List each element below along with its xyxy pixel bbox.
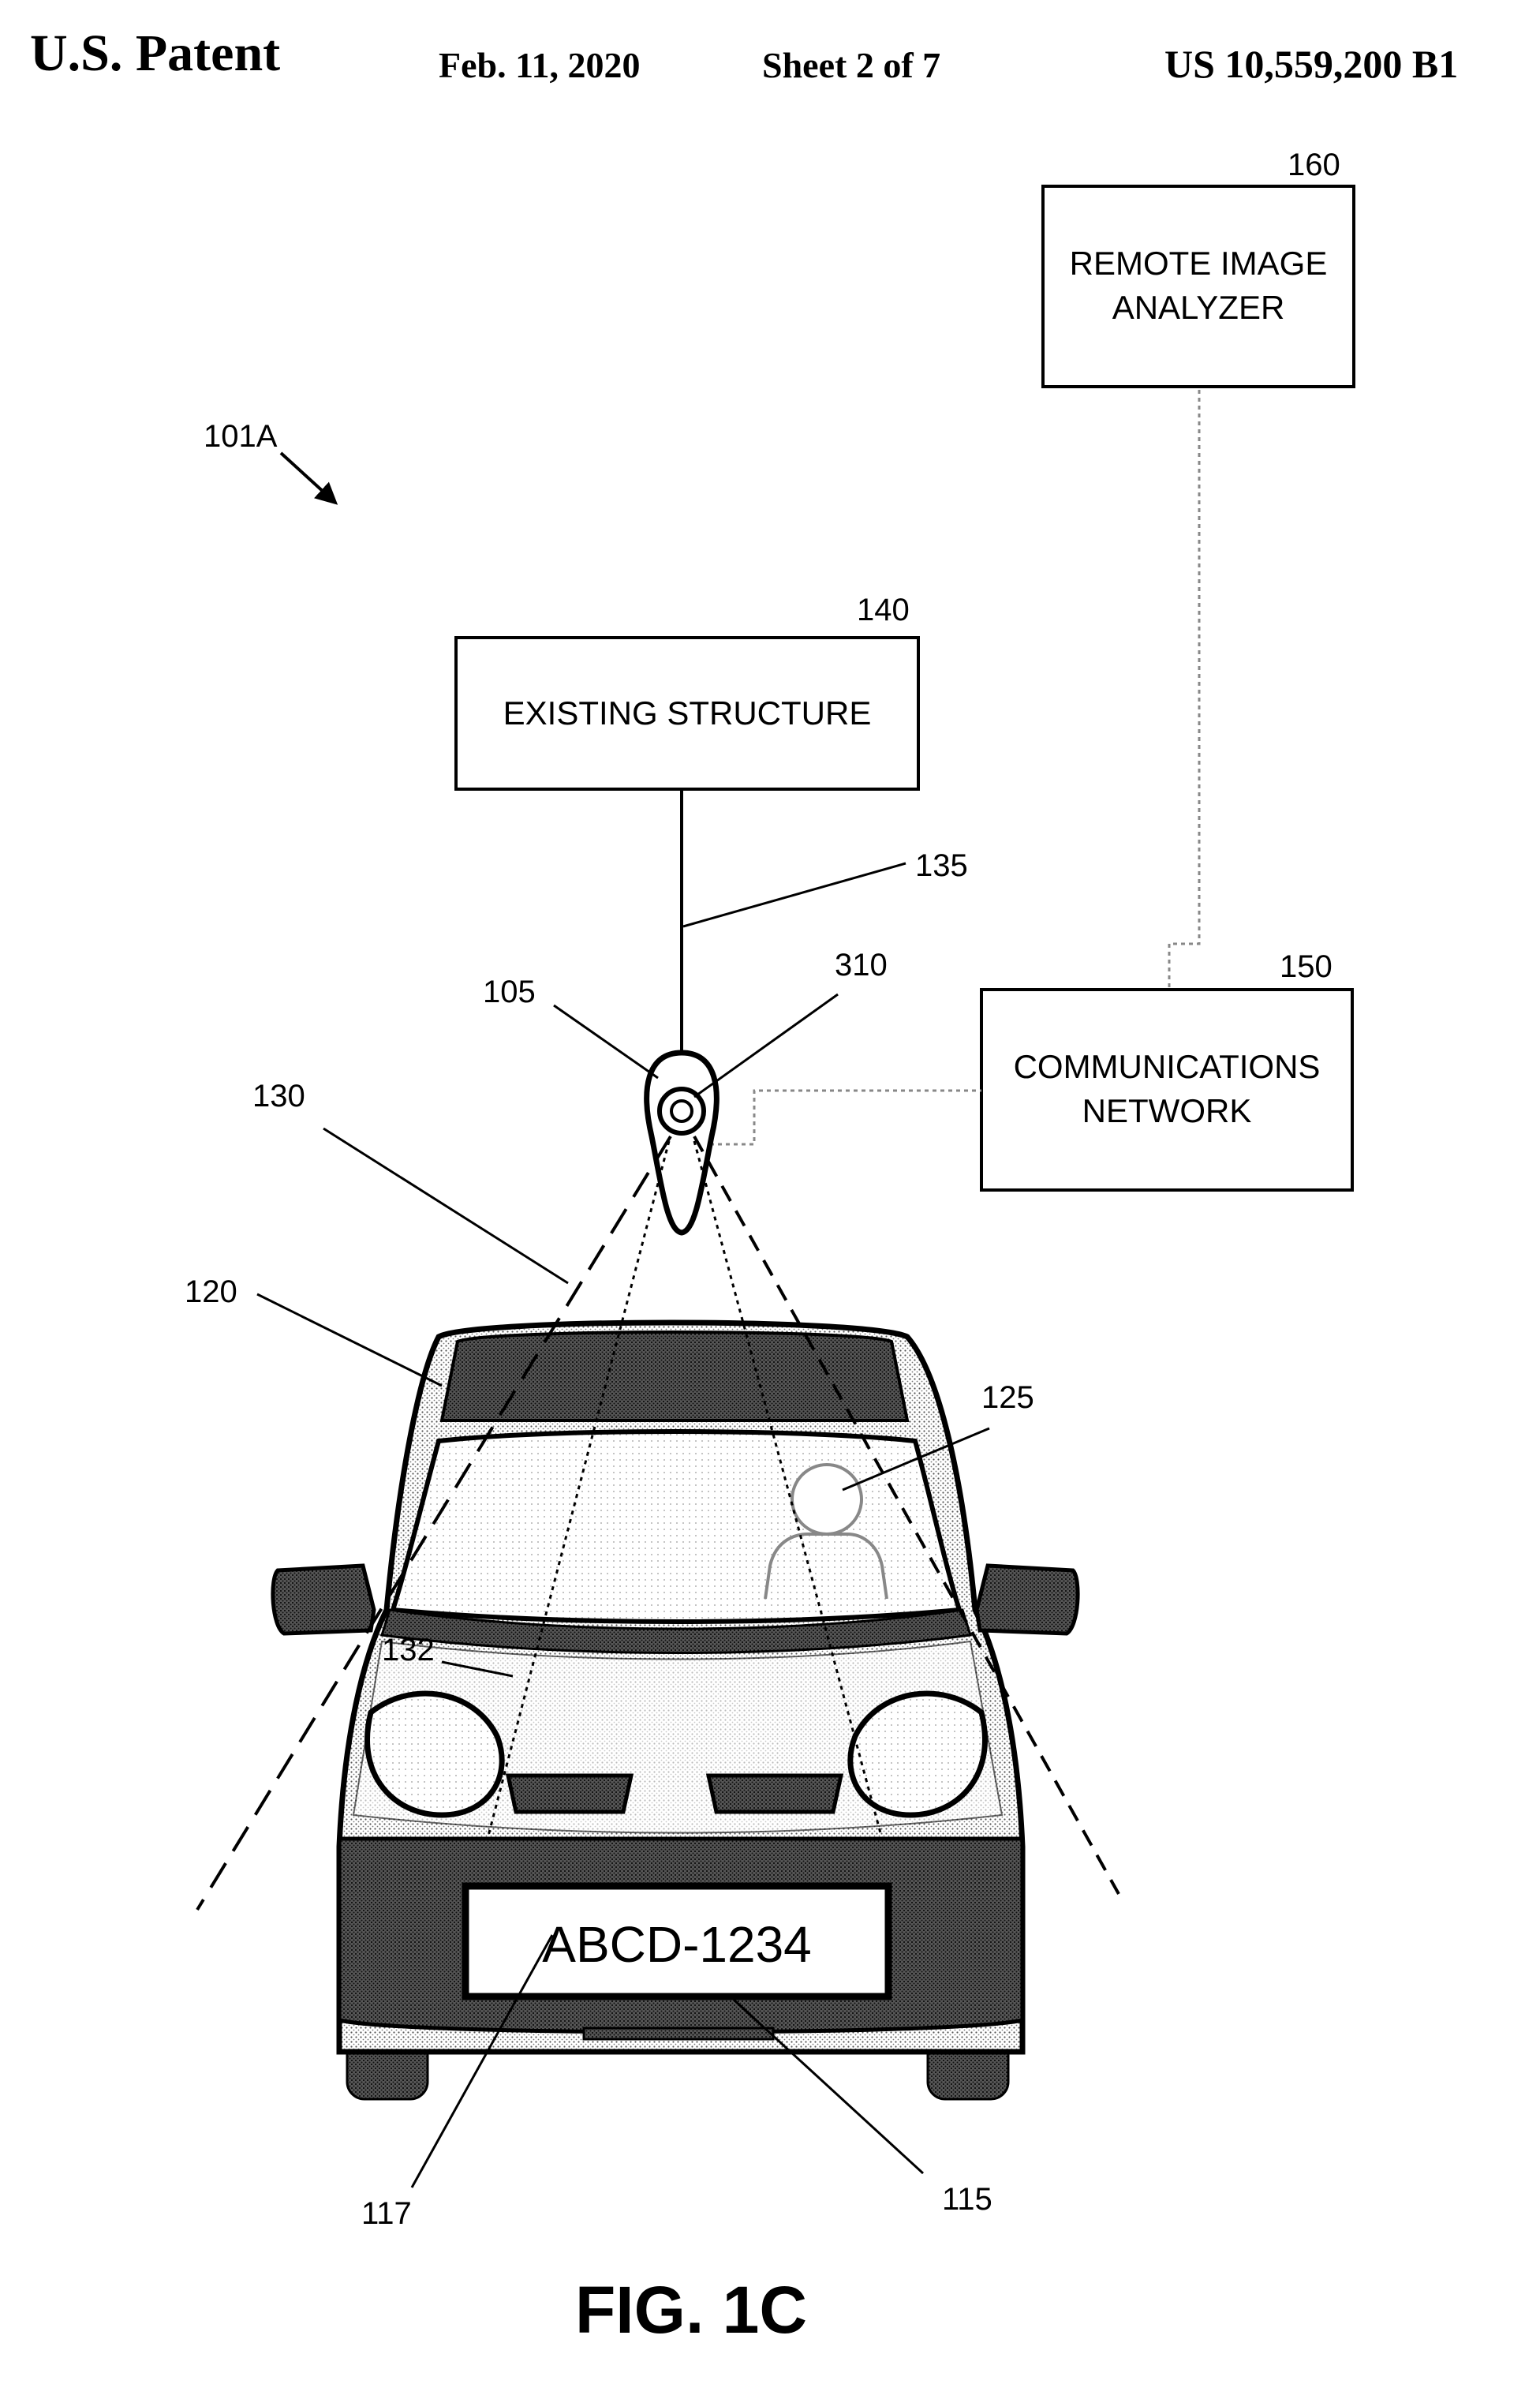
ref-120: 120 [185,1274,237,1309]
left-mirror [273,1566,374,1634]
analyzer-network-link [1169,390,1199,990]
ref-310: 310 [835,948,888,982]
license-plate-text: ABCD-1234 [542,1916,812,1973]
bumper-lip [584,2028,773,2039]
camera-device [647,1053,717,1233]
existing-structure-box: EXISTING STRUCTURE [456,638,918,789]
ref-135-leader [683,863,906,926]
left-headlight [368,1694,503,1815]
camera-network-link [710,1091,981,1144]
communications-network-box: COMMUNICATIONS NETWORK [981,990,1352,1190]
grille-left [508,1776,631,1812]
ref-105: 105 [483,975,536,1009]
ref-117: 117 [361,2196,412,2231]
grille-right [708,1776,841,1812]
ref-101a-arrow [281,453,335,502]
ref-130: 130 [252,1079,305,1113]
ref-160: 160 [1288,148,1340,182]
ref-115: 115 [942,2182,992,2217]
ref-135: 135 [915,848,968,883]
ref-310-leader [694,994,838,1097]
driver-head [792,1465,862,1534]
comm-network-line2: NETWORK [1082,1092,1252,1129]
ref-140: 140 [857,593,910,627]
right-mirror [977,1566,1078,1634]
ref-132: 132 [382,1633,435,1667]
ref-125: 125 [981,1380,1034,1415]
ref-130-leader [323,1128,568,1283]
ref-150: 150 [1280,949,1333,984]
ref-105-leader [554,1005,658,1078]
comm-network-line1: COMMUNICATIONS [1014,1048,1321,1085]
figure-caption: FIG. 1C [575,2273,807,2347]
remote-analyzer-line1: REMOTE IMAGE [1070,245,1328,282]
ref-120-leader [257,1294,442,1386]
remote-analyzer-line2: ANALYZER [1112,289,1285,326]
license-plate: ABCD-1234 [465,1886,888,1997]
car-roof [442,1332,907,1420]
ref-101a: 101A [204,419,278,454]
existing-structure-text: EXISTING STRUCTURE [503,694,872,732]
remote-image-analyzer-box: REMOTE IMAGE ANALYZER [1043,186,1354,387]
